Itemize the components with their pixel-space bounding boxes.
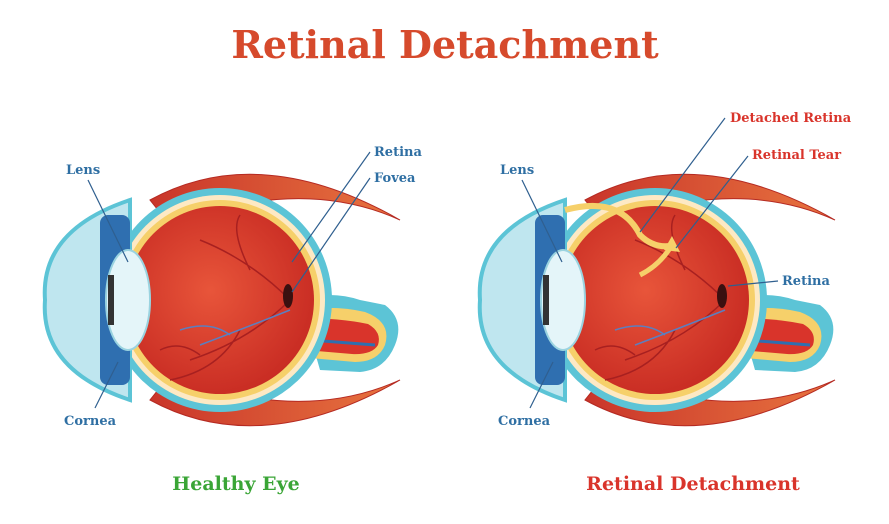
label-detached-retina: Detached Retina	[730, 111, 852, 126]
caption-healthy-eye: Healthy Eye	[172, 473, 299, 495]
label-fovea: Fovea	[374, 171, 416, 186]
label-lens-detached: Lens	[500, 163, 534, 178]
detached-retina-fold	[564, 202, 676, 250]
label-retinal-tear: Retinal Tear	[752, 148, 841, 163]
label-cornea: Cornea	[64, 414, 117, 429]
label-lens: Lens	[66, 163, 100, 178]
detached-eye-illustration	[477, 172, 837, 428]
healthy-eye-illustration	[42, 172, 402, 428]
page-title: Retinal Detachment	[231, 22, 659, 67]
label-retina: Retina	[374, 145, 422, 160]
fovea-spot	[283, 284, 293, 308]
caption-retinal-detachment: Retinal Detachment	[586, 473, 800, 495]
label-retina-detached: Retina	[782, 274, 830, 289]
label-cornea-detached: Cornea	[498, 414, 551, 429]
